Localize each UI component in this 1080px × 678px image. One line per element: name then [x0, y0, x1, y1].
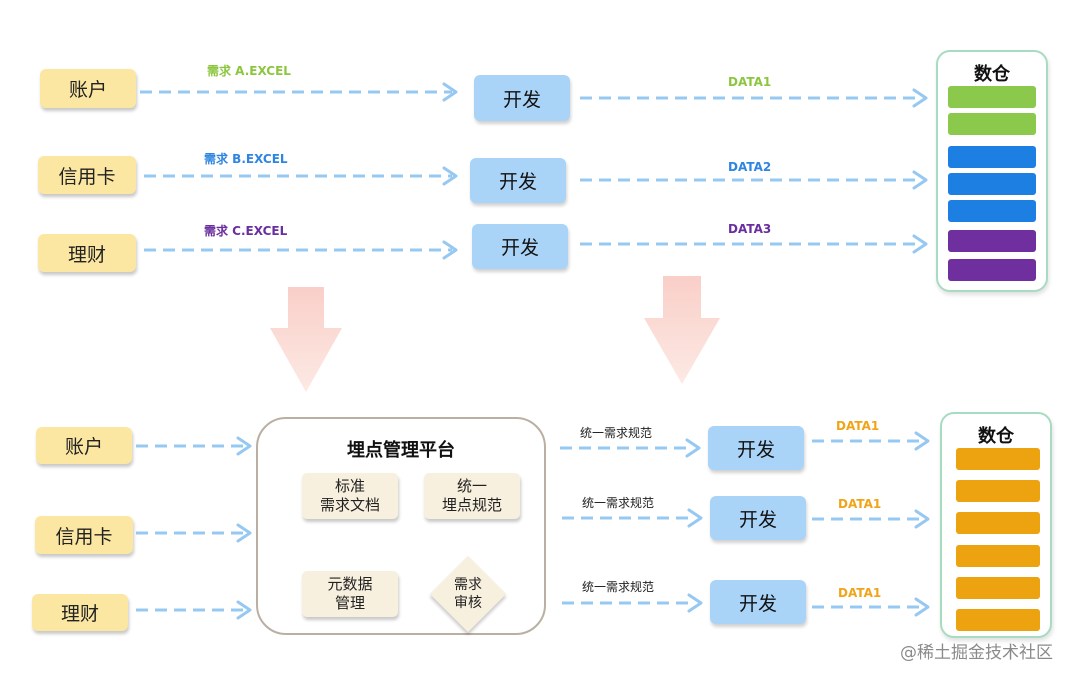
bottom-data-label-3: DATA1	[838, 586, 882, 600]
warehouse-bar	[956, 545, 1040, 567]
requirement-label-b: 需求 B.EXCEL	[204, 152, 288, 166]
bottom-data-label-1: DATA1	[836, 419, 880, 433]
warehouse-bar	[948, 86, 1036, 108]
top-dev-box-1: 开发	[474, 75, 570, 121]
bottom-dev-box-3: 开发	[710, 580, 806, 624]
bottom-dev-box-1: 开发	[708, 426, 804, 470]
spec-label-2: 统一需求规范	[582, 496, 655, 510]
bottom-source-account: 账户	[36, 427, 132, 464]
warehouse-bar	[948, 230, 1036, 252]
top-source-account: 账户	[40, 69, 136, 108]
transition-arrow-left	[270, 287, 342, 392]
warehouse-bar	[956, 577, 1040, 599]
bottom-source-wealth: 理财	[32, 594, 128, 631]
requirement-label-a: 需求 A.EXCEL	[207, 64, 291, 78]
spec-label-3: 统一需求规范	[582, 580, 655, 594]
top-source-wealth: 理财	[38, 234, 136, 272]
data-label-2: DATA2	[728, 160, 772, 174]
top-dev-box-2: 开发	[470, 158, 566, 203]
warehouse-bar	[948, 200, 1036, 222]
metadata-box: 元数据管理	[302, 571, 398, 617]
top-dev-box-3: 开发	[472, 224, 568, 269]
requirement-label-c: 需求 C.EXCEL	[204, 224, 288, 238]
platform-title: 埋点管理平台	[347, 440, 455, 461]
warehouse-bar	[956, 512, 1040, 534]
bottom-dev-box-2: 开发	[710, 496, 806, 540]
data-label-1: DATA1	[728, 75, 772, 89]
warehouse-bar	[948, 113, 1036, 135]
warehouse-bar	[948, 259, 1036, 281]
data-label-3: DATA3	[728, 222, 772, 236]
standard-doc-box: 标准需求文档	[302, 473, 398, 519]
bottom-source-credit-card: 信用卡	[35, 516, 133, 554]
tracking-platform: 埋点管理平台 标准需求文档 统一埋点规范 元数据管理 需求审核	[256, 417, 546, 635]
watermark-text: @稀土掘金技术社区	[900, 643, 1053, 663]
transition-arrow-right	[644, 276, 720, 384]
warehouse-bar	[956, 448, 1040, 470]
top-source-credit-card: 信用卡	[38, 156, 136, 194]
bottom-warehouse-title: 数仓	[978, 426, 1014, 447]
unified-spec-box: 统一埋点规范	[424, 473, 520, 519]
bottom-data-label-2: DATA1	[838, 497, 882, 511]
top-warehouse-title: 数仓	[974, 64, 1010, 85]
warehouse-bar	[948, 173, 1036, 195]
warehouse-bar	[956, 609, 1040, 631]
review-diamond: 需求审核	[429, 555, 507, 633]
spec-label-1: 统一需求规范	[580, 426, 653, 440]
top-data-warehouse: 数仓	[936, 50, 1048, 292]
bottom-data-warehouse: 数仓	[940, 412, 1052, 638]
warehouse-bar	[948, 146, 1036, 168]
warehouse-bar	[956, 480, 1040, 502]
